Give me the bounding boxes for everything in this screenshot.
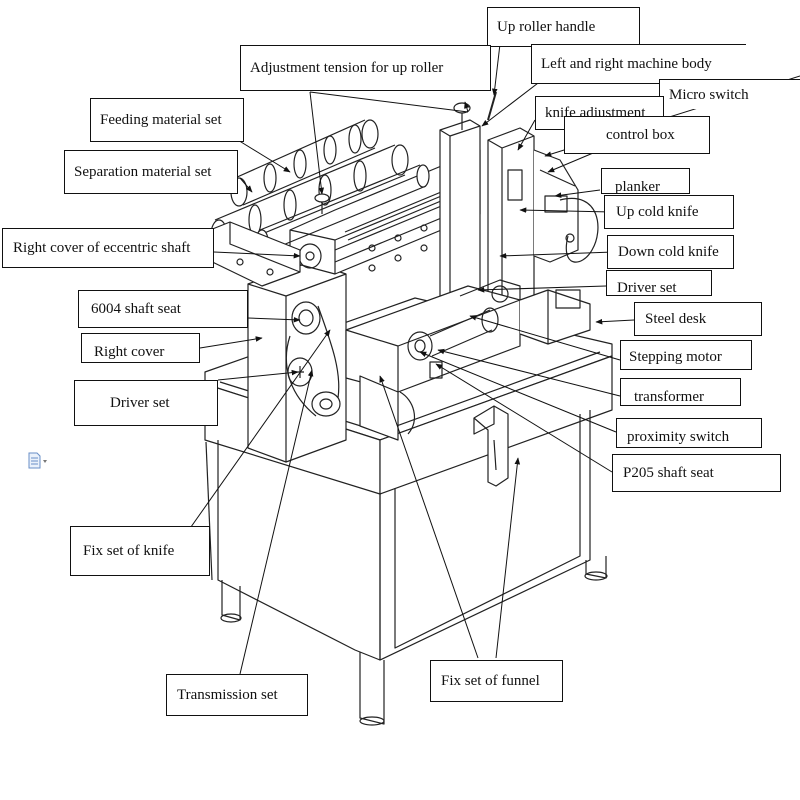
label-6004-shaft-seat: 6004 shaft seat <box>78 290 248 328</box>
label-adjustment-tension: Adjustment tension for up roller <box>240 45 491 91</box>
frame-plates-drawing <box>439 91 599 313</box>
label-micro-switch: Micro switch <box>659 79 800 109</box>
label-up-cold-knife: Up cold knife <box>604 195 734 229</box>
label-control-box: control box <box>564 116 710 154</box>
label-proximity-switch: proximity switch <box>616 418 762 448</box>
label-planker: planker <box>601 168 690 194</box>
leader-lines <box>185 43 800 675</box>
label-transmission-set: Transmission set <box>166 674 308 716</box>
document-icon[interactable] <box>27 451 49 471</box>
funnel-drawing <box>473 405 509 487</box>
label-down-cold-knife: Down cold knife <box>607 235 734 269</box>
label-feeding-material-set: Feeding material set <box>90 98 244 142</box>
label-transformer: transformer <box>620 378 741 406</box>
label-right-cover-eccentric-shaft: Right cover of eccentric shaft <box>2 228 214 268</box>
label-right-cover: Right cover <box>81 333 200 363</box>
label-steel-desk: Steel desk <box>634 302 762 336</box>
label-stepping-motor: Stepping motor <box>620 340 752 370</box>
label-separation-material-set: Separation material set <box>64 150 238 194</box>
label-left-right-machine-body: Left and right machine body <box>531 44 746 84</box>
label-up-roller-handle: Up roller handle <box>487 7 640 47</box>
label-driver-set-left: Driver set <box>74 380 218 426</box>
label-p205-shaft-seat: P205 shaft seat <box>612 454 781 492</box>
rollers-drawing <box>199 119 430 287</box>
front-assembly-drawing <box>345 279 591 441</box>
label-fix-set-of-knife: Fix set of knife <box>70 526 210 576</box>
label-driver-set-right: Driver set <box>606 270 712 296</box>
machine-drawing <box>199 91 613 726</box>
label-fix-set-of-funnel: Fix set of funnel <box>430 660 563 702</box>
